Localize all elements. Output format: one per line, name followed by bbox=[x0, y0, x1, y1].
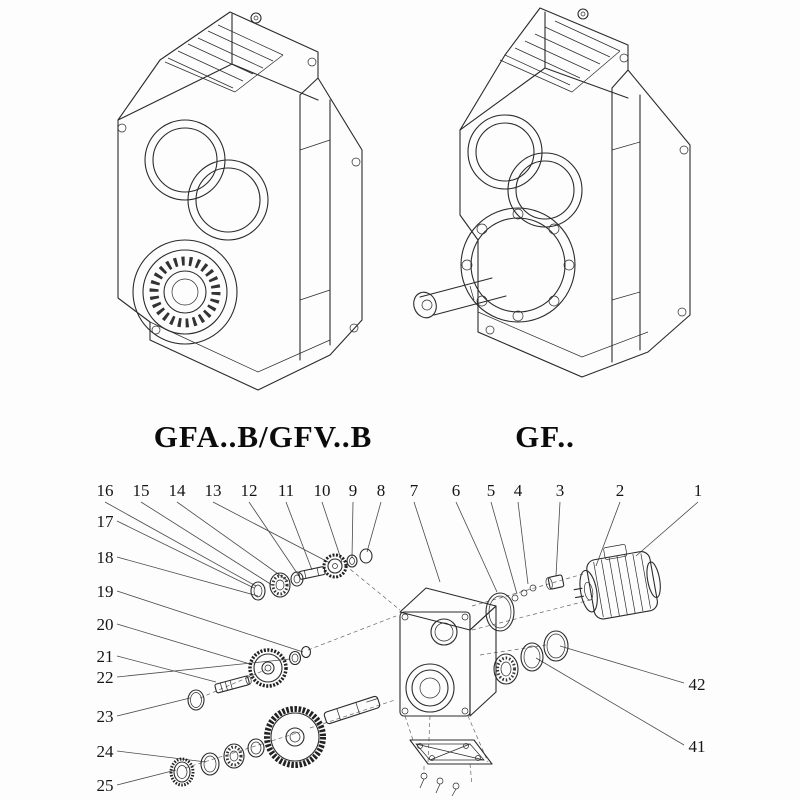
part-snap-ring bbox=[300, 645, 312, 659]
leader-lines-right bbox=[535, 645, 685, 746]
input-bores bbox=[467, 114, 583, 228]
intermediate-parts-cluster bbox=[187, 645, 312, 711]
part-bolt bbox=[435, 777, 444, 794]
part-bearing-output-side bbox=[493, 653, 519, 685]
motor-side-parts bbox=[485, 544, 661, 632]
part-snap-ring bbox=[359, 548, 373, 564]
callout-18: 18 bbox=[97, 548, 114, 567]
output-flange bbox=[460, 207, 576, 323]
part-gasket bbox=[485, 592, 515, 632]
callout-24: 24 bbox=[97, 742, 115, 761]
callouts-top-row: 16 15 14 13 12 11 10 9 8 7 6 5 4 3 2 1 bbox=[97, 481, 703, 500]
leader-lines-left bbox=[116, 520, 304, 786]
exploded-diagram: 16 15 14 13 12 11 10 9 8 7 6 5 4 3 2 1 1… bbox=[97, 481, 706, 797]
output-shaft bbox=[413, 277, 507, 319]
callout-6: 6 bbox=[452, 481, 461, 500]
assembly-axis-lines bbox=[184, 564, 591, 786]
callout-5: 5 bbox=[487, 481, 496, 500]
leader-lines-top bbox=[104, 501, 699, 595]
callout-15: 15 bbox=[133, 481, 150, 500]
callout-1: 1 bbox=[694, 481, 703, 500]
callout-12: 12 bbox=[241, 481, 258, 500]
callout-9: 9 bbox=[349, 481, 358, 500]
callout-25: 25 bbox=[97, 776, 114, 795]
part-toothed-bearing bbox=[169, 757, 195, 787]
part-washer bbox=[346, 554, 358, 568]
callout-17: 17 bbox=[97, 512, 115, 531]
part-motor bbox=[573, 544, 661, 620]
part-output-shaft bbox=[323, 695, 381, 725]
callouts-right-column: 42 41 bbox=[689, 675, 706, 756]
part-seal-ring bbox=[520, 642, 544, 672]
part-washer bbox=[247, 738, 265, 758]
input-parts-cluster bbox=[250, 548, 373, 601]
part-pinion-gear bbox=[322, 553, 348, 579]
part-intermediate-gear bbox=[248, 648, 288, 688]
part-coupling bbox=[545, 574, 565, 590]
part-bolt bbox=[511, 594, 519, 602]
part-housing bbox=[399, 587, 497, 717]
callout-22: 22 bbox=[97, 668, 114, 687]
callout-10: 10 bbox=[314, 481, 331, 500]
callout-21: 21 bbox=[97, 647, 114, 666]
part-cover-plate bbox=[409, 739, 493, 765]
part-bearing-output bbox=[223, 743, 245, 769]
callouts-left-column: 17 18 19 20 21 22 23 24 25 bbox=[97, 512, 115, 795]
model-label-left: GFA..B/GFV..B bbox=[154, 419, 373, 454]
callout-4: 4 bbox=[514, 481, 523, 500]
callout-13: 13 bbox=[205, 481, 222, 500]
callout-3: 3 bbox=[556, 481, 565, 500]
part-bolt bbox=[529, 584, 537, 592]
part-output-gear bbox=[264, 706, 326, 768]
part-retaining-ring bbox=[543, 630, 569, 662]
part-pinion-shaft bbox=[214, 675, 252, 694]
gearbox-drawing-left bbox=[117, 11, 363, 391]
callout-8: 8 bbox=[377, 481, 386, 500]
output-parts-cluster bbox=[169, 695, 381, 787]
eyebolt-hole bbox=[250, 12, 262, 24]
part-input-shaft bbox=[298, 566, 326, 580]
part-bolt bbox=[451, 782, 460, 797]
part-washer bbox=[288, 650, 302, 666]
callout-14: 14 bbox=[169, 481, 187, 500]
output-side-rings bbox=[493, 630, 569, 685]
part-bolt bbox=[520, 589, 528, 597]
gearbox-drawing-right bbox=[413, 7, 691, 378]
model-label-right: GF.. bbox=[515, 419, 575, 454]
part-snap-ring bbox=[250, 581, 266, 601]
callout-20: 20 bbox=[97, 615, 114, 634]
callout-19: 19 bbox=[97, 582, 114, 601]
callout-11: 11 bbox=[278, 481, 294, 500]
callout-23: 23 bbox=[97, 707, 114, 726]
input-bores bbox=[144, 119, 269, 241]
part-seal-ring bbox=[200, 752, 220, 776]
plate-bolts bbox=[419, 772, 460, 797]
part-bearing-input bbox=[269, 572, 291, 598]
callout-42: 42 bbox=[689, 675, 706, 694]
callout-2: 2 bbox=[616, 481, 625, 500]
callout-16: 16 bbox=[97, 481, 114, 500]
eyebolt-hole bbox=[577, 8, 589, 20]
part-oil-seal bbox=[187, 689, 205, 711]
callout-7: 7 bbox=[410, 481, 419, 500]
callout-41: 41 bbox=[689, 737, 706, 756]
output-bearing-bore bbox=[132, 239, 238, 345]
part-bolt bbox=[419, 772, 428, 789]
